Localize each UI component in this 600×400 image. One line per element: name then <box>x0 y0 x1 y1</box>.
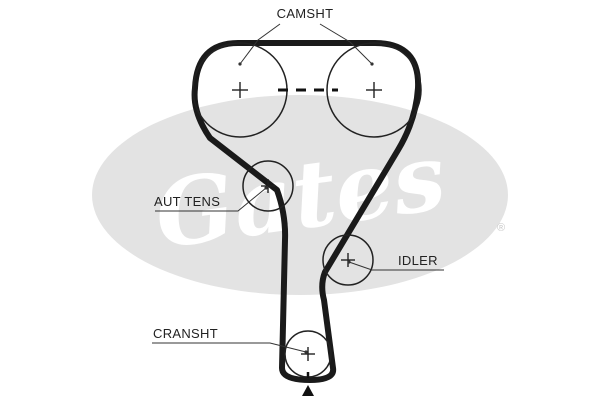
camshaft-pulley-right <box>326 42 422 138</box>
leader-dots <box>238 62 374 354</box>
camshaft-leader-left <box>239 23 281 65</box>
crankshaft-label: CRANSHT <box>153 326 218 341</box>
tensioner-label: AUT TENS <box>154 194 220 209</box>
idler-leader <box>348 261 444 271</box>
leader-lines <box>152 23 444 353</box>
camshaft-leader-right <box>319 23 373 65</box>
tensioner-leader <box>155 187 267 212</box>
auto-tensioner-pulley <box>242 160 294 212</box>
registered-mark: ® <box>497 222 505 234</box>
idler-label: IDLER <box>398 253 438 268</box>
crankshaft-pulley <box>284 330 332 378</box>
camshaft-label: CAMSHT <box>277 6 334 21</box>
crankshaft-leader <box>152 342 307 353</box>
crankshaft-alignment-triangle <box>302 385 314 396</box>
idler-pulley <box>322 234 374 286</box>
